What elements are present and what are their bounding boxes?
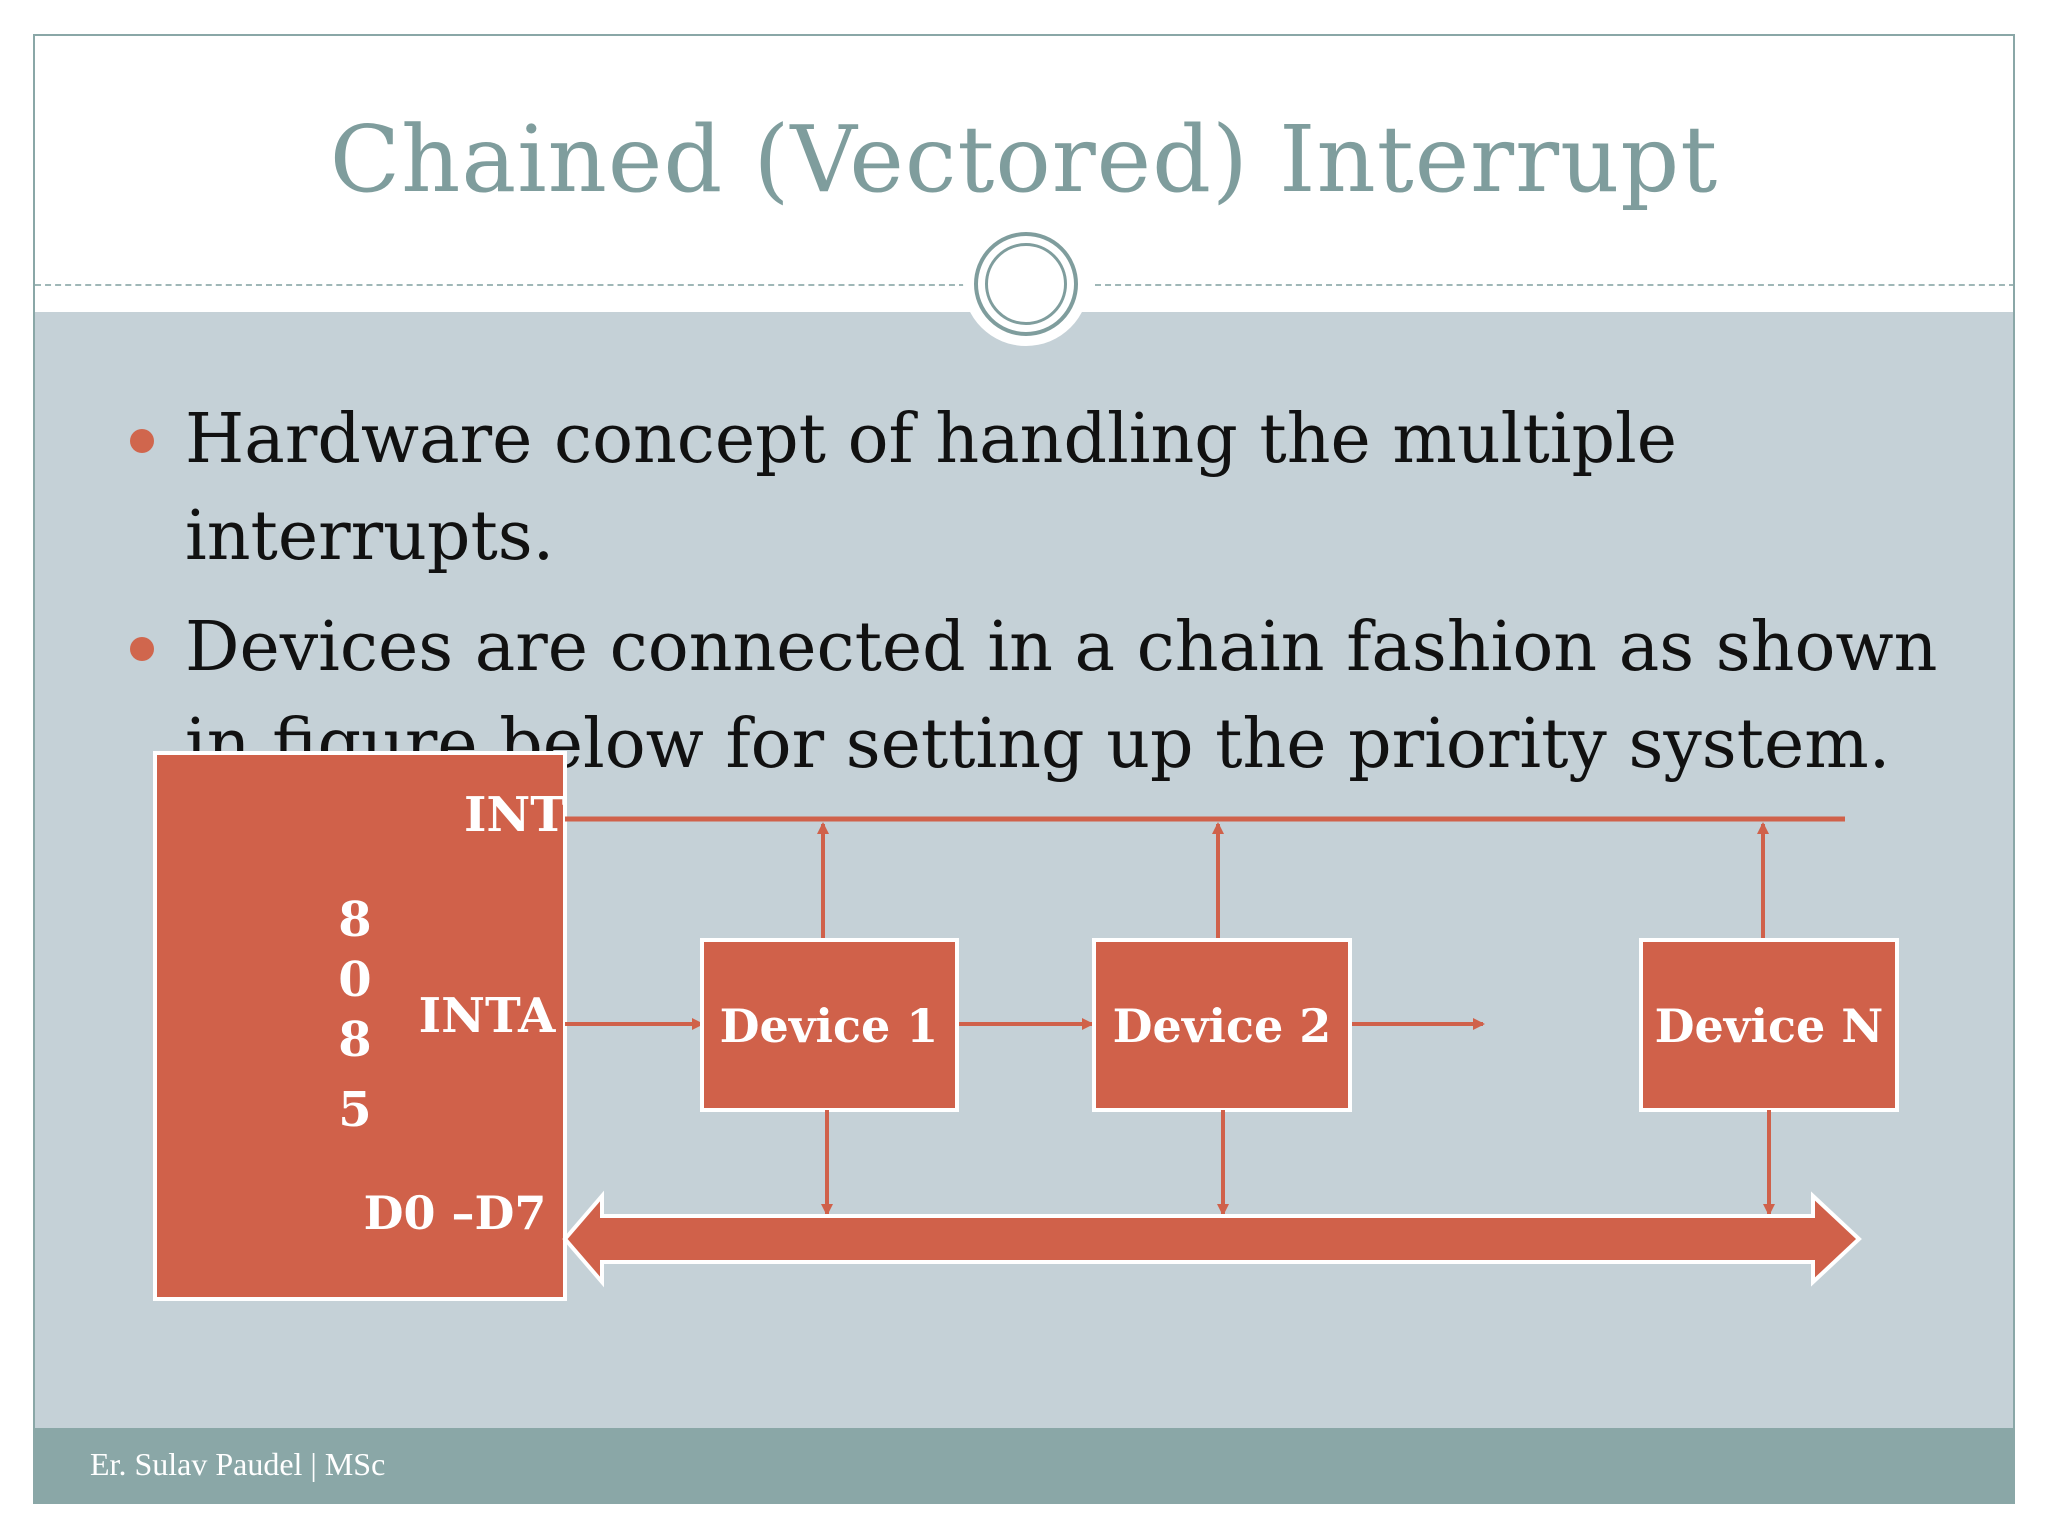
- cpu-8085-block: [153, 751, 567, 1301]
- data-bus-arrow: [562, 1190, 1862, 1288]
- header-divider-right: [1095, 284, 2013, 286]
- slide: Chained (Vectored) Interrupt Hardware co…: [33, 34, 2015, 1504]
- bullet-dot-icon: [130, 637, 154, 661]
- device-1-label: Device 1: [720, 999, 939, 1053]
- chained-interrupt-diagram: INT INTA D0 –D7 8 0 8 5 Device 1 Device …: [153, 751, 1899, 1301]
- bullet-list: Hardware concept of handling the multipl…: [130, 391, 1985, 807]
- device-2-box: [1092, 938, 1352, 1112]
- device-2-label: Device 2: [1113, 999, 1332, 1053]
- bullet-dot-icon: [130, 429, 154, 453]
- bullet-item: Devices are connected in a chain fashion…: [130, 599, 1985, 793]
- divider-ornament-outer-ring: [974, 232, 1078, 336]
- bullet-text: Hardware concept of handling the multipl…: [185, 400, 1678, 576]
- data-bus-label: D0 –D7: [364, 1186, 547, 1240]
- footer-author: Er. Sulav Paudel | MSc: [90, 1446, 386, 1482]
- slide-title: Chained (Vectored) Interrupt: [329, 106, 1719, 213]
- int-label: INT: [464, 787, 566, 843]
- bullet-item: Hardware concept of handling the multipl…: [130, 391, 1985, 585]
- bullet-text: Devices are connected in a chain fashion…: [185, 608, 1938, 784]
- header-divider-left: [35, 284, 965, 286]
- chip-digit: 5: [338, 1082, 371, 1138]
- divider-ornament-inner-ring: [985, 243, 1067, 325]
- device-1-box: [700, 938, 959, 1112]
- slide-footer: Er. Sulav Paudel | MSc: [35, 1428, 2013, 1502]
- chip-digit: 8: [338, 892, 371, 948]
- inta-label: INTA: [419, 988, 556, 1044]
- device-n-label: Device N: [1655, 999, 1884, 1053]
- chip-digit: 0: [338, 952, 371, 1008]
- chip-digit: 8: [338, 1012, 371, 1068]
